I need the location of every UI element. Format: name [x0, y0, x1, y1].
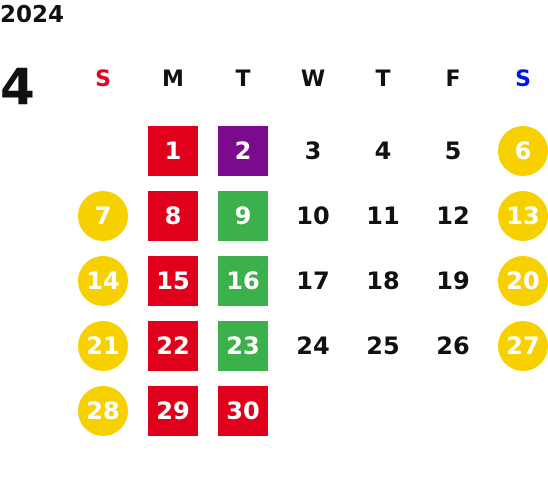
day-number: 26 [436, 331, 470, 360]
weekday-header: W [300, 67, 326, 92]
day-number: 17 [296, 266, 330, 295]
day-cell[interactable]: 22 [138, 313, 208, 378]
day-number: 8 [148, 190, 198, 241]
weekday-header: T [235, 67, 251, 92]
weekday-header: S [95, 67, 111, 92]
day-number: 19 [436, 266, 470, 295]
day-number: 27 [498, 320, 548, 371]
day-cell[interactable]: 23 [208, 313, 278, 378]
day-cell[interactable]: 1 [138, 118, 208, 183]
day-number: 24 [296, 331, 330, 360]
day-cell[interactable]: 5 [418, 118, 488, 183]
calendar-month: 4 [0, 58, 35, 116]
day-cell[interactable]: 27 [488, 313, 548, 378]
day-cell[interactable]: 21 [68, 313, 138, 378]
day-number: 20 [498, 255, 548, 306]
weekday-header: T [375, 67, 391, 92]
day-cell[interactable]: 24 [278, 313, 348, 378]
day-number: 25 [366, 331, 400, 360]
day-number: 3 [304, 136, 322, 165]
day-cell[interactable]: 18 [348, 248, 418, 313]
day-number: 9 [218, 190, 268, 241]
day-cell[interactable]: 16 [208, 248, 278, 313]
day-number: 11 [366, 201, 400, 230]
day-cell[interactable]: 14 [68, 248, 138, 313]
day-number: 12 [436, 201, 470, 230]
day-number: 28 [78, 385, 128, 436]
day-cell[interactable]: 7 [68, 183, 138, 248]
weekday-header: F [445, 67, 461, 92]
day-cell[interactable]: 15 [138, 248, 208, 313]
day-cell[interactable]: 9 [208, 183, 278, 248]
day-number: 15 [148, 255, 198, 306]
day-number: 4 [374, 136, 392, 165]
calendar-year: 2024 [0, 2, 65, 28]
day-number: 22 [148, 320, 198, 371]
day-number: 2 [218, 125, 268, 176]
day-cell[interactable]: 30 [208, 378, 278, 443]
day-cell[interactable]: 11 [348, 183, 418, 248]
day-cell[interactable]: 17 [278, 248, 348, 313]
day-cell[interactable]: 25 [348, 313, 418, 378]
day-number: 23 [218, 320, 268, 371]
day-number: 7 [78, 190, 128, 241]
day-cell[interactable]: 29 [138, 378, 208, 443]
day-cell[interactable]: 8 [138, 183, 208, 248]
day-cell[interactable]: 19 [418, 248, 488, 313]
day-number: 5 [444, 136, 462, 165]
day-cell[interactable]: 3 [278, 118, 348, 183]
day-number: 18 [366, 266, 400, 295]
day-number: 16 [218, 255, 268, 306]
day-number: 13 [498, 190, 548, 241]
day-cell[interactable]: 20 [488, 248, 548, 313]
day-cell[interactable]: 28 [68, 378, 138, 443]
day-number: 21 [78, 320, 128, 371]
day-cell[interactable]: 4 [348, 118, 418, 183]
day-number: 1 [148, 125, 198, 176]
day-cell[interactable]: 13 [488, 183, 548, 248]
day-number: 30 [218, 385, 268, 436]
day-number: 10 [296, 201, 330, 230]
day-cell[interactable]: 26 [418, 313, 488, 378]
day-number: 14 [78, 255, 128, 306]
day-number: 29 [148, 385, 198, 436]
day-cell[interactable]: 10 [278, 183, 348, 248]
day-cell[interactable]: 6 [488, 118, 548, 183]
day-cell[interactable]: 12 [418, 183, 488, 248]
weekday-header: S [515, 67, 531, 92]
day-number: 6 [498, 125, 548, 176]
weekday-header: M [162, 67, 184, 92]
day-cell[interactable]: 2 [208, 118, 278, 183]
